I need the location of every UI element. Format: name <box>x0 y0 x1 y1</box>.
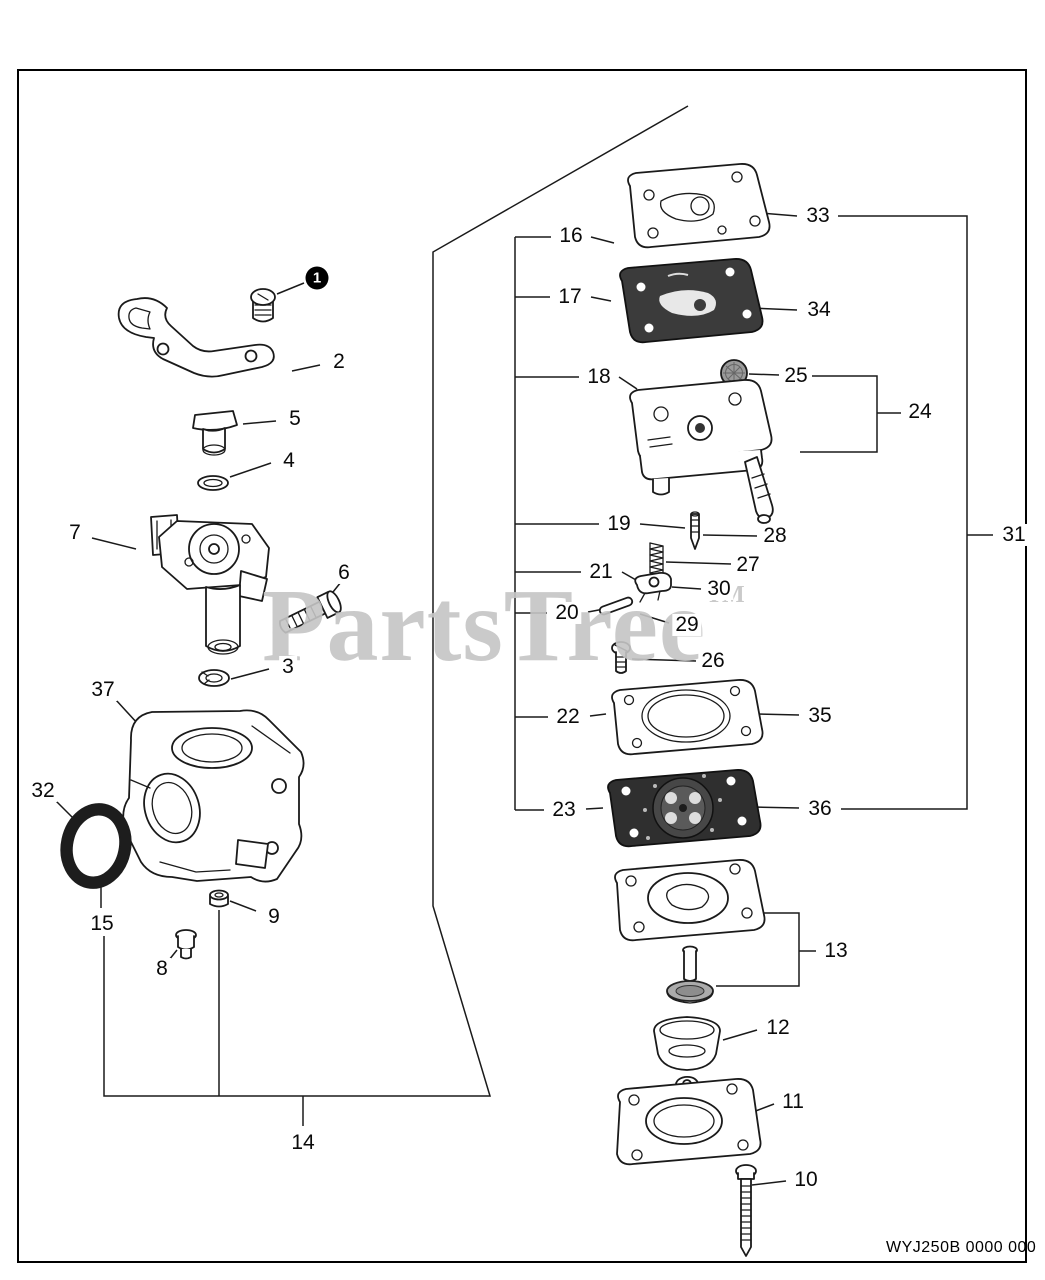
callout-23: 23 <box>549 798 579 822</box>
part-2-control-bracket <box>117 297 275 378</box>
callout-28: 28 <box>760 524 790 548</box>
part-6-screw <box>279 590 342 634</box>
part-3-washer <box>198 669 230 687</box>
callout-33: 33 <box>803 204 833 228</box>
callout-9: 9 <box>265 905 283 929</box>
callout-7: 7 <box>66 521 84 545</box>
callout-15: 15 <box>87 912 117 936</box>
part-code: WYJ250B 0000 000 <box>886 1239 1037 1256</box>
part-8-screw-plug <box>175 929 197 960</box>
callout-18: 18 <box>584 365 614 389</box>
callout-12: 12 <box>763 1016 793 1040</box>
callout-34: 34 <box>804 298 834 322</box>
callout-2: 2 <box>330 350 348 374</box>
part-13-diaphragm-assembly <box>614 859 766 1004</box>
part-1-screw <box>250 288 276 323</box>
callout-32: 32 <box>28 779 58 803</box>
callout-31: 31 <box>999 523 1029 547</box>
callout-22: 22 <box>553 705 583 729</box>
callout-17: 17 <box>555 285 585 309</box>
callout-36: 36 <box>805 797 835 821</box>
part-24-pump-body <box>629 379 774 524</box>
callout-6: 6 <box>335 561 353 585</box>
callout-19: 19 <box>604 512 634 536</box>
callout-30: 30 <box>704 577 734 601</box>
callout-14: 14 <box>288 1131 318 1155</box>
part-4-o-ring <box>197 475 229 491</box>
callout-16: 16 <box>556 224 586 248</box>
watermark: PartsTreeTM <box>262 574 745 678</box>
callout-10: 10 <box>791 1168 821 1192</box>
part-27-spring <box>649 542 664 577</box>
callout-4: 4 <box>280 449 298 473</box>
part-9-grommet <box>209 889 229 908</box>
construction-lines <box>54 105 993 1186</box>
part-7-pump-assembly <box>150 514 270 655</box>
callout-25: 25 <box>781 364 811 388</box>
callout-21: 21 <box>586 560 616 584</box>
callout-37: 37 <box>88 678 118 702</box>
part-19-inlet-needle <box>690 511 700 550</box>
callout-35: 35 <box>805 704 835 728</box>
part-33-gasket <box>627 163 771 249</box>
callout-11: 11 <box>779 1090 807 1114</box>
part-20-lever-pin <box>598 596 634 616</box>
part-10-screw <box>735 1164 757 1257</box>
diagram-border <box>17 69 1027 1263</box>
callout-13: 13 <box>821 939 851 963</box>
callout-27: 27 <box>733 553 763 577</box>
part-37-carburetor-body <box>122 709 305 883</box>
part-5-throttle-valve <box>192 410 238 456</box>
callout-29: 29 <box>672 613 702 637</box>
part-21-metering-lever <box>634 571 672 603</box>
callout-26: 26 <box>698 649 728 673</box>
part-23-pump-diaphragm <box>607 769 762 848</box>
part-34-metering-diaphragm <box>619 258 764 344</box>
callout-20: 20 <box>552 601 582 625</box>
callout-1: 1 <box>305 266 329 290</box>
callout-5: 5 <box>286 407 304 431</box>
callout-8: 8 <box>153 957 171 981</box>
callout-3: 3 <box>279 655 297 679</box>
callout-24: 24 <box>905 400 935 424</box>
part-26-screw <box>611 641 631 674</box>
part-12-primer-bulb <box>653 1016 721 1071</box>
part-11-cover-plate <box>616 1076 762 1166</box>
part-32-seal-ring <box>60 803 132 889</box>
watermark-text: PartsTree <box>262 568 707 683</box>
part-22-gasket <box>611 679 764 756</box>
